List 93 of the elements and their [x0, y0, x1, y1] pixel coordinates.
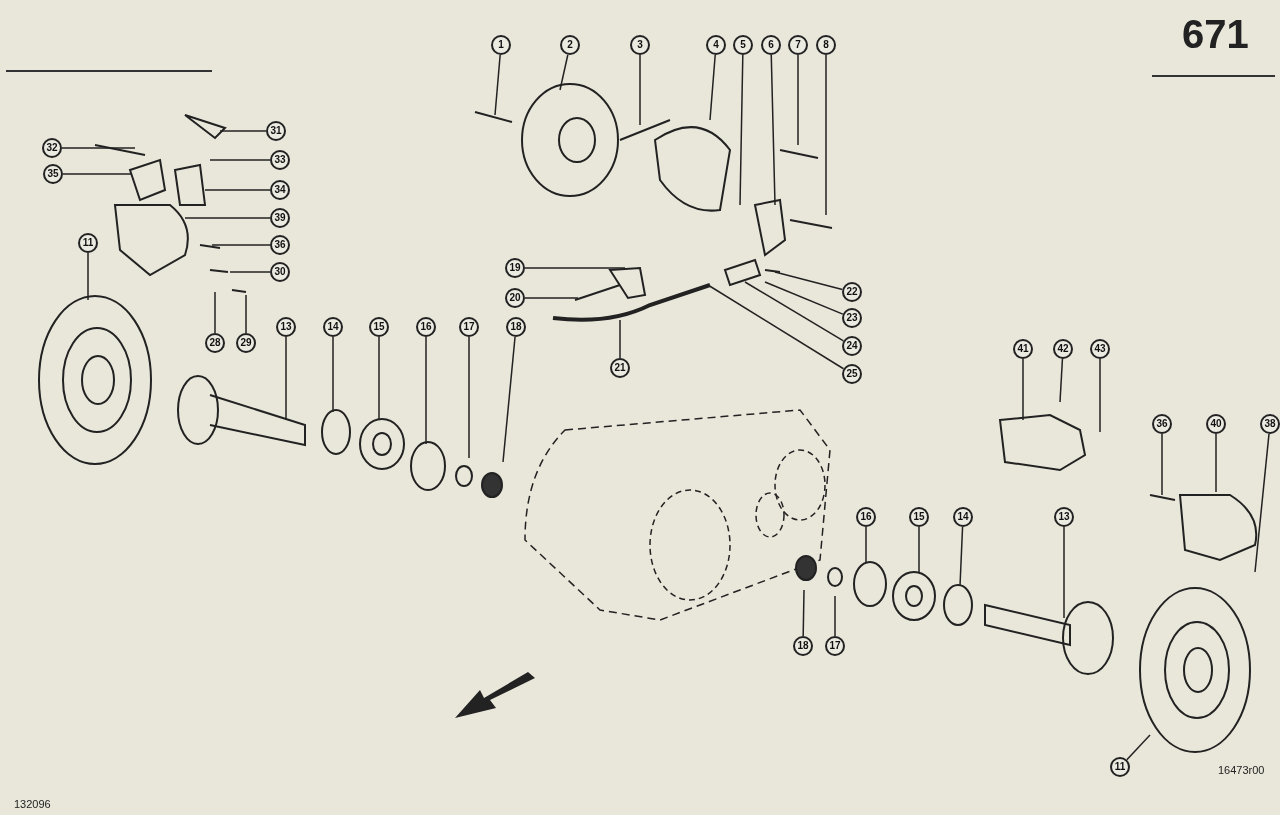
callout-number: 19: [505, 258, 525, 278]
leader-line: [1161, 433, 1163, 496]
leader-line: [744, 281, 845, 342]
callout-number: 21: [610, 358, 630, 378]
callout-number: 39: [270, 208, 290, 228]
leader-line: [219, 130, 267, 132]
callout-number: 30: [270, 262, 290, 282]
leader-line: [1063, 526, 1065, 619]
leader-line: [709, 54, 716, 121]
leader-line: [211, 244, 271, 246]
leader-line: [559, 54, 569, 91]
callout-number: 16: [416, 317, 436, 337]
callout-number: 28: [205, 333, 225, 353]
leader-line: [797, 54, 799, 146]
leader-line: [229, 271, 271, 273]
callout-number: 18: [506, 317, 526, 337]
drawing-number: 16473r00: [1218, 764, 1265, 776]
leader-line: [774, 271, 844, 291]
leader-line: [209, 159, 271, 161]
leader-line: [764, 281, 844, 315]
callout-number: 4: [706, 35, 726, 55]
leader-line: [524, 267, 626, 269]
leader-line: [802, 589, 805, 637]
page-number: 671: [1182, 12, 1249, 57]
callout-number: 1: [491, 35, 511, 55]
callout-number: 23: [842, 308, 862, 328]
leader-line: [87, 252, 89, 301]
callout-number: 36: [1152, 414, 1172, 434]
callout-number: 22: [842, 282, 862, 302]
leader-line: [184, 217, 271, 219]
drawing-number: 132096: [14, 798, 51, 810]
callout-number: 11: [78, 233, 98, 253]
leader-line: [770, 54, 776, 206]
callout-number: 40: [1206, 414, 1226, 434]
leader-line: [1022, 358, 1024, 421]
leader-line: [1215, 433, 1217, 493]
callout-number: 14: [953, 507, 973, 527]
leader-line: [502, 336, 516, 463]
callout-number: 15: [369, 317, 389, 337]
callout-number: 35: [43, 164, 63, 184]
leader-line: [707, 284, 845, 370]
callout-number: 17: [459, 317, 479, 337]
callout-number: 15: [909, 507, 929, 527]
leader-line: [1059, 358, 1064, 403]
leader-line: [825, 54, 827, 216]
leader-line: [285, 336, 287, 421]
callout-number: 33: [270, 150, 290, 170]
leader-line: [332, 336, 334, 413]
callout-number: 20: [505, 288, 525, 308]
leader-line: [959, 526, 964, 587]
leader-line: [378, 336, 380, 421]
callout-number: 31: [266, 121, 286, 141]
leader-line: [1126, 734, 1151, 761]
callout-number: 7: [788, 35, 808, 55]
leader-line: [1099, 358, 1101, 433]
callout-number: 18: [793, 636, 813, 656]
callout-number: 2: [560, 35, 580, 55]
callout-number: 38: [1260, 414, 1280, 434]
leader-line: [245, 294, 247, 334]
leader-line: [1254, 433, 1270, 573]
callout-number: 17: [825, 636, 845, 656]
callout-number: 29: [236, 333, 256, 353]
callout-number: 6: [761, 35, 781, 55]
callout-number: 34: [270, 180, 290, 200]
callout-number: 41: [1013, 339, 1033, 359]
leader-line: [524, 297, 579, 299]
leader-line: [918, 526, 920, 574]
callout-number: 16: [856, 507, 876, 527]
callout-number: 13: [276, 317, 296, 337]
leader-line: [865, 526, 867, 564]
callout-number: 11: [1110, 757, 1130, 777]
leader-line: [739, 54, 744, 206]
leader-line: [61, 147, 136, 149]
callout-number: 42: [1053, 339, 1073, 359]
callout-number: 8: [816, 35, 836, 55]
leader-line: [468, 336, 470, 459]
callout-number: 13: [1054, 507, 1074, 527]
callout-number: 36: [270, 235, 290, 255]
leader-line: [62, 173, 133, 175]
leader-line: [494, 54, 501, 116]
callout-number: 3: [630, 35, 650, 55]
leader-line: [214, 291, 216, 334]
leader-line: [834, 595, 836, 637]
leader-line: [639, 54, 641, 126]
leader-line: [619, 319, 621, 359]
leader-line: [425, 336, 427, 445]
callout-number: 5: [733, 35, 753, 55]
callout-number: 32: [42, 138, 62, 158]
callout-number: 25: [842, 364, 862, 384]
callout-number: 24: [842, 336, 862, 356]
callout-number: 14: [323, 317, 343, 337]
leader-line: [204, 189, 271, 191]
callout-number: 43: [1090, 339, 1110, 359]
